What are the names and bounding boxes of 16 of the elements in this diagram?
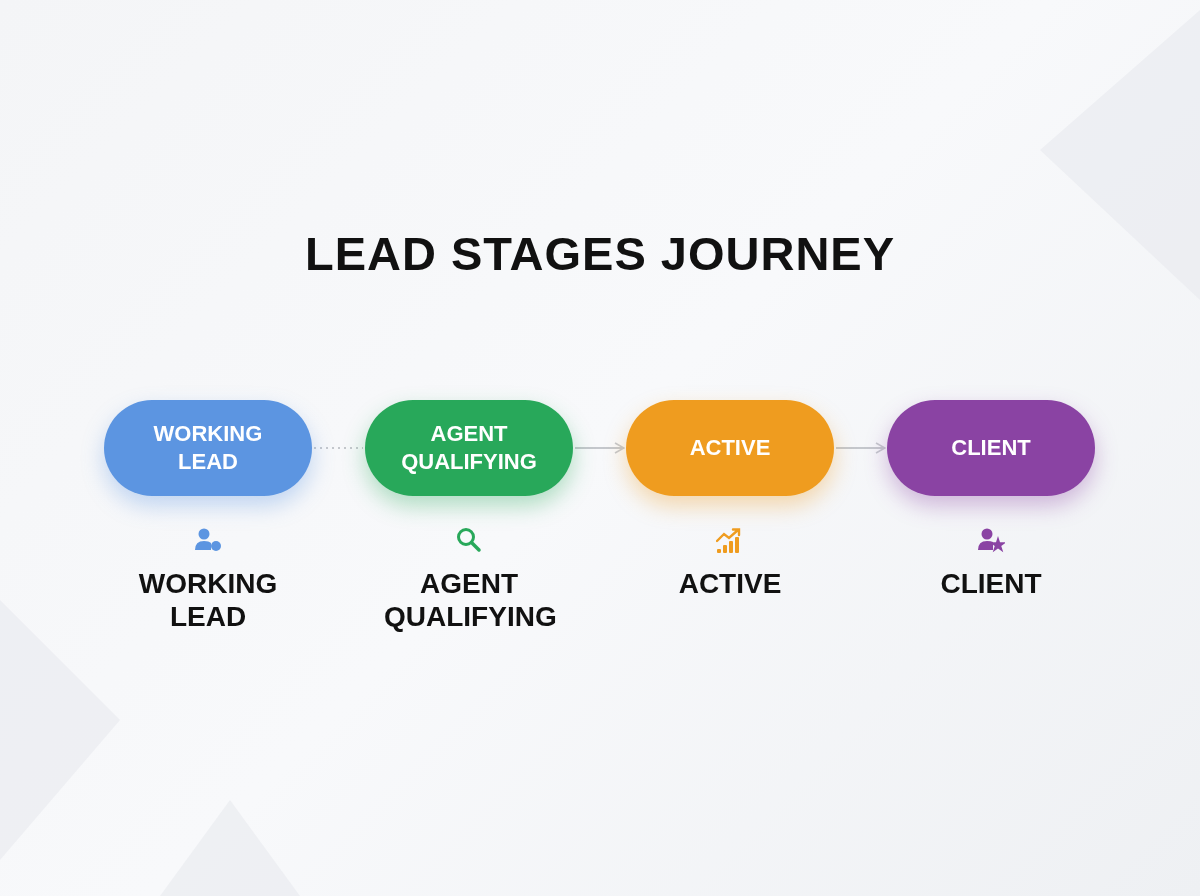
stage-pill — [104, 400, 312, 496]
arrow — [835, 442, 886, 454]
stage-caption: ACTIVE — [677, 567, 783, 600]
connector-line — [313, 447, 364, 449]
stage-label: WORKING LEAD — [152, 420, 264, 476]
title: LEAD STAGES JOURNEY — [304, 226, 895, 281]
stage-caption: WORKING LEAD — [137, 567, 279, 633]
stage-caption: CLIENT — [939, 567, 1043, 600]
stage-label: AGENT QUALIFYING — [400, 420, 538, 476]
stage-pill — [626, 400, 834, 496]
stage-pill — [365, 400, 573, 496]
stage-caption: AGENT QUALIFYING — [383, 567, 558, 633]
stage-pill — [887, 400, 1095, 496]
arrow — [574, 442, 625, 454]
stage-label: ACTIVE — [688, 434, 772, 462]
stage-label: CLIENT — [950, 434, 1032, 462]
